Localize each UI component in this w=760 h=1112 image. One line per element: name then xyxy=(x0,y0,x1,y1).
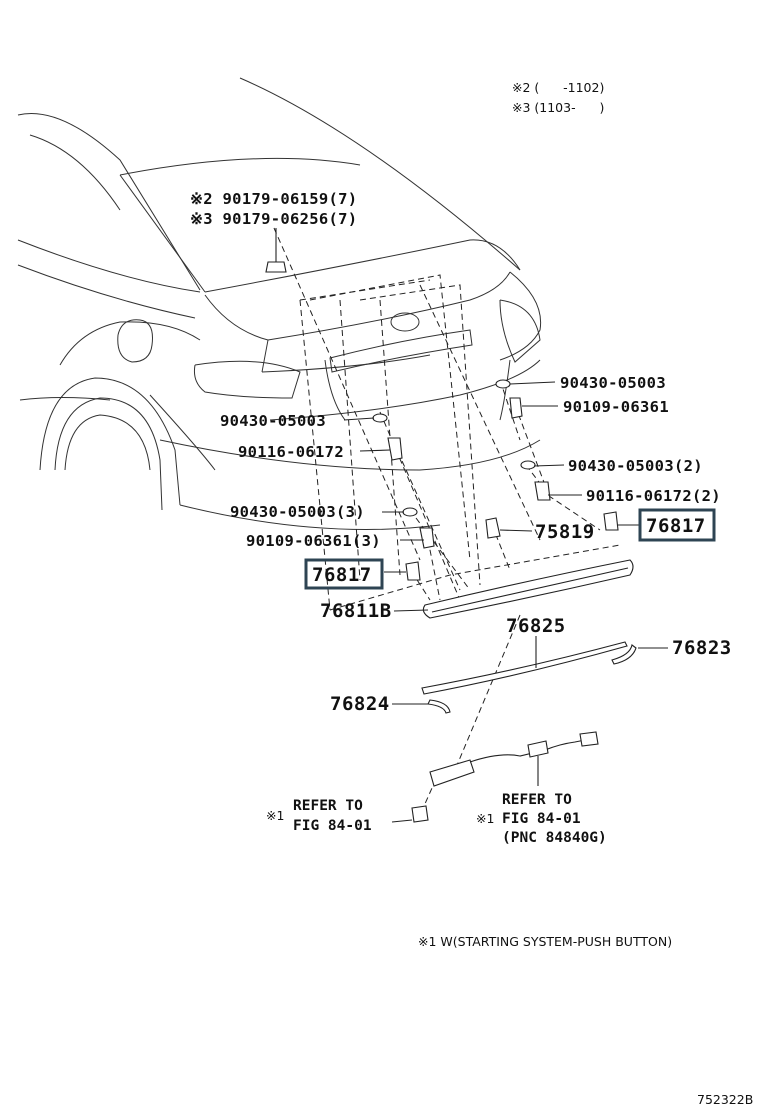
part-number-76811b[interactable]: 76811B xyxy=(320,600,392,622)
ref-right-line1[interactable]: REFER TO xyxy=(502,792,572,808)
part-number-76817-left[interactable]: 76817 xyxy=(312,564,372,586)
switch-assembly-icon xyxy=(429,759,475,787)
stud-bolt-icon xyxy=(534,481,551,501)
highlight-box xyxy=(638,508,716,542)
stud-bolt-icon xyxy=(387,437,403,461)
ref-left-line1[interactable]: REFER TO xyxy=(293,798,363,814)
screw-icon xyxy=(411,805,429,823)
moulding-strip-icon xyxy=(421,641,628,695)
applicability-note-2: ※2 ( -1102) xyxy=(512,80,604,95)
garnish-icon xyxy=(422,559,634,619)
nut-icon xyxy=(265,261,287,273)
car-body-outline xyxy=(17,77,542,530)
part-number-76824[interactable]: 76824 xyxy=(330,693,390,715)
connector-icon xyxy=(579,731,599,747)
part-number-90430-05003-c[interactable]: 90430-05003(2) xyxy=(568,457,703,475)
part-number-90430-05003-b[interactable]: 90430-05003 xyxy=(220,412,326,430)
part-number-90116-06172-a[interactable]: 90116-06172 xyxy=(238,443,344,461)
part-number-76823[interactable]: 76823 xyxy=(672,637,732,659)
part-number-75819[interactable]: 75819 xyxy=(535,521,595,543)
moulding-end-icon xyxy=(611,644,637,665)
part-number-90116-06172-b[interactable]: 90116-06172(2) xyxy=(586,487,721,505)
ref-left-line2[interactable]: FIG 84-01 xyxy=(293,818,372,834)
bolt-icon xyxy=(419,527,435,549)
part-number-76817-right[interactable]: 76817 xyxy=(646,515,706,537)
washer-icon xyxy=(495,379,511,389)
clip-icon xyxy=(603,511,619,531)
footnote: ※1 W(STARTING SYSTEM-PUSH BUTTON) xyxy=(418,934,672,949)
connector-icon xyxy=(527,740,549,758)
part-number-90109-06361-b[interactable]: 90109-06361(3) xyxy=(246,532,381,550)
ref-right-line3[interactable]: (PNC 84840G) xyxy=(502,830,607,846)
applicability-note-3: ※3 (1103- ) xyxy=(512,100,604,115)
part-number-90430-05003-d[interactable]: 90430-05003(3) xyxy=(230,503,365,521)
part-number-90430-05003-a[interactable]: 90430-05003 xyxy=(560,374,666,392)
clip-icon xyxy=(485,517,501,539)
part-number-90179-06159[interactable]: ※2 90179-06159(7) xyxy=(190,190,357,208)
clip-icon xyxy=(405,561,421,581)
hardware-parts xyxy=(265,261,637,823)
ref-right-mark: ※1 xyxy=(476,811,494,826)
bolt-icon xyxy=(509,397,523,419)
moulding-end-icon xyxy=(427,699,451,714)
leader-lines xyxy=(275,228,668,823)
highlight-box xyxy=(304,558,384,590)
part-number-76825[interactable]: 76825 xyxy=(506,615,566,637)
figure-id: 752322B xyxy=(697,1092,753,1107)
part-number-90179-06256[interactable]: ※3 90179-06256(7) xyxy=(190,210,357,228)
washer-icon xyxy=(520,460,536,470)
washer-icon xyxy=(372,413,388,423)
part-number-90109-06361-a[interactable]: 90109-06361 xyxy=(563,398,669,416)
ref-right-line2[interactable]: FIG 84-01 xyxy=(502,811,581,827)
ref-left-mark: ※1 xyxy=(266,808,284,823)
washer-icon xyxy=(402,507,418,517)
